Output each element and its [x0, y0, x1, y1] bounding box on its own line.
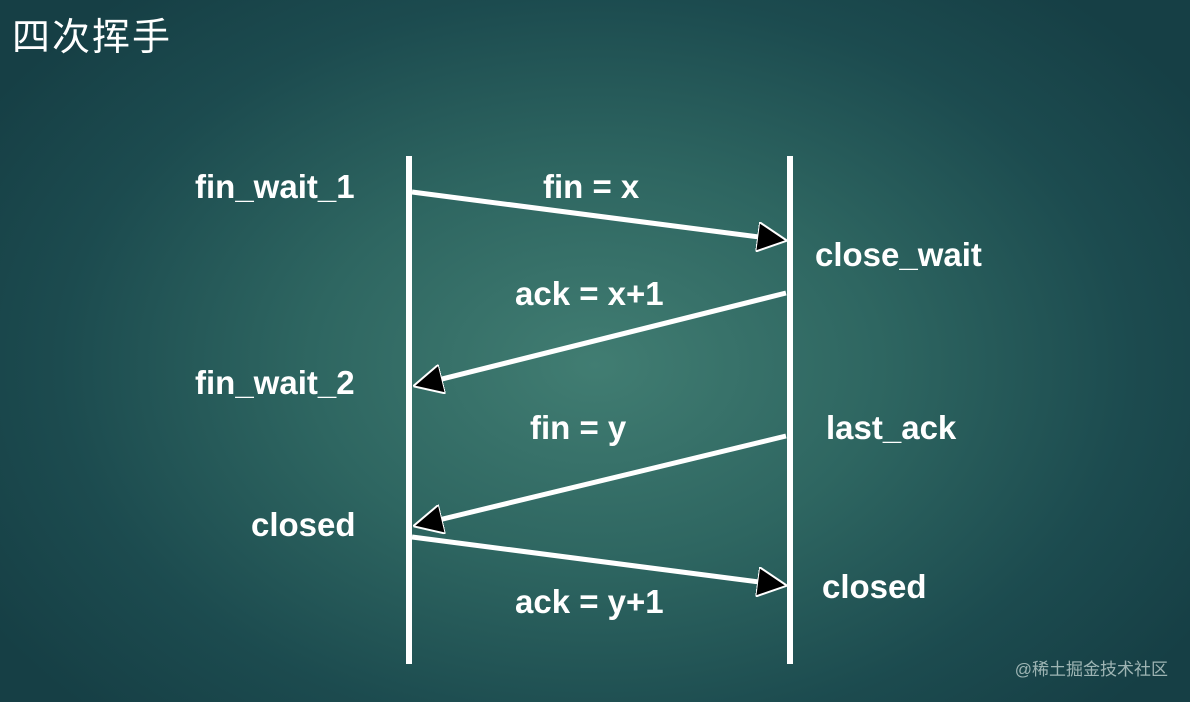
server-state-last-ack: last_ack	[826, 409, 957, 446]
ack-y-arrow	[411, 534, 782, 585]
watermark: @稀土掘金技术社区	[1014, 660, 1168, 679]
fin-x-arrow	[411, 189, 782, 240]
message-fin-x: fin = x	[543, 168, 640, 205]
client-state-closed: closed	[251, 506, 356, 543]
client-state-fin-wait-2: fin_wait_2	[195, 364, 355, 401]
fin-y-arrow	[418, 433, 787, 525]
ack-x-arrow	[418, 290, 787, 385]
message-ack-y-plus-1: ack = y+1	[515, 583, 664, 620]
client-state-fin-wait-1: fin_wait_1	[195, 168, 355, 205]
server-state-close-wait: close_wait	[815, 236, 982, 273]
message-fin-y: fin = y	[530, 409, 627, 446]
message-ack-x-plus-1: ack = x+1	[515, 275, 664, 312]
server-state-closed: closed	[822, 568, 927, 605]
page-title: 四次挥手	[12, 15, 173, 59]
